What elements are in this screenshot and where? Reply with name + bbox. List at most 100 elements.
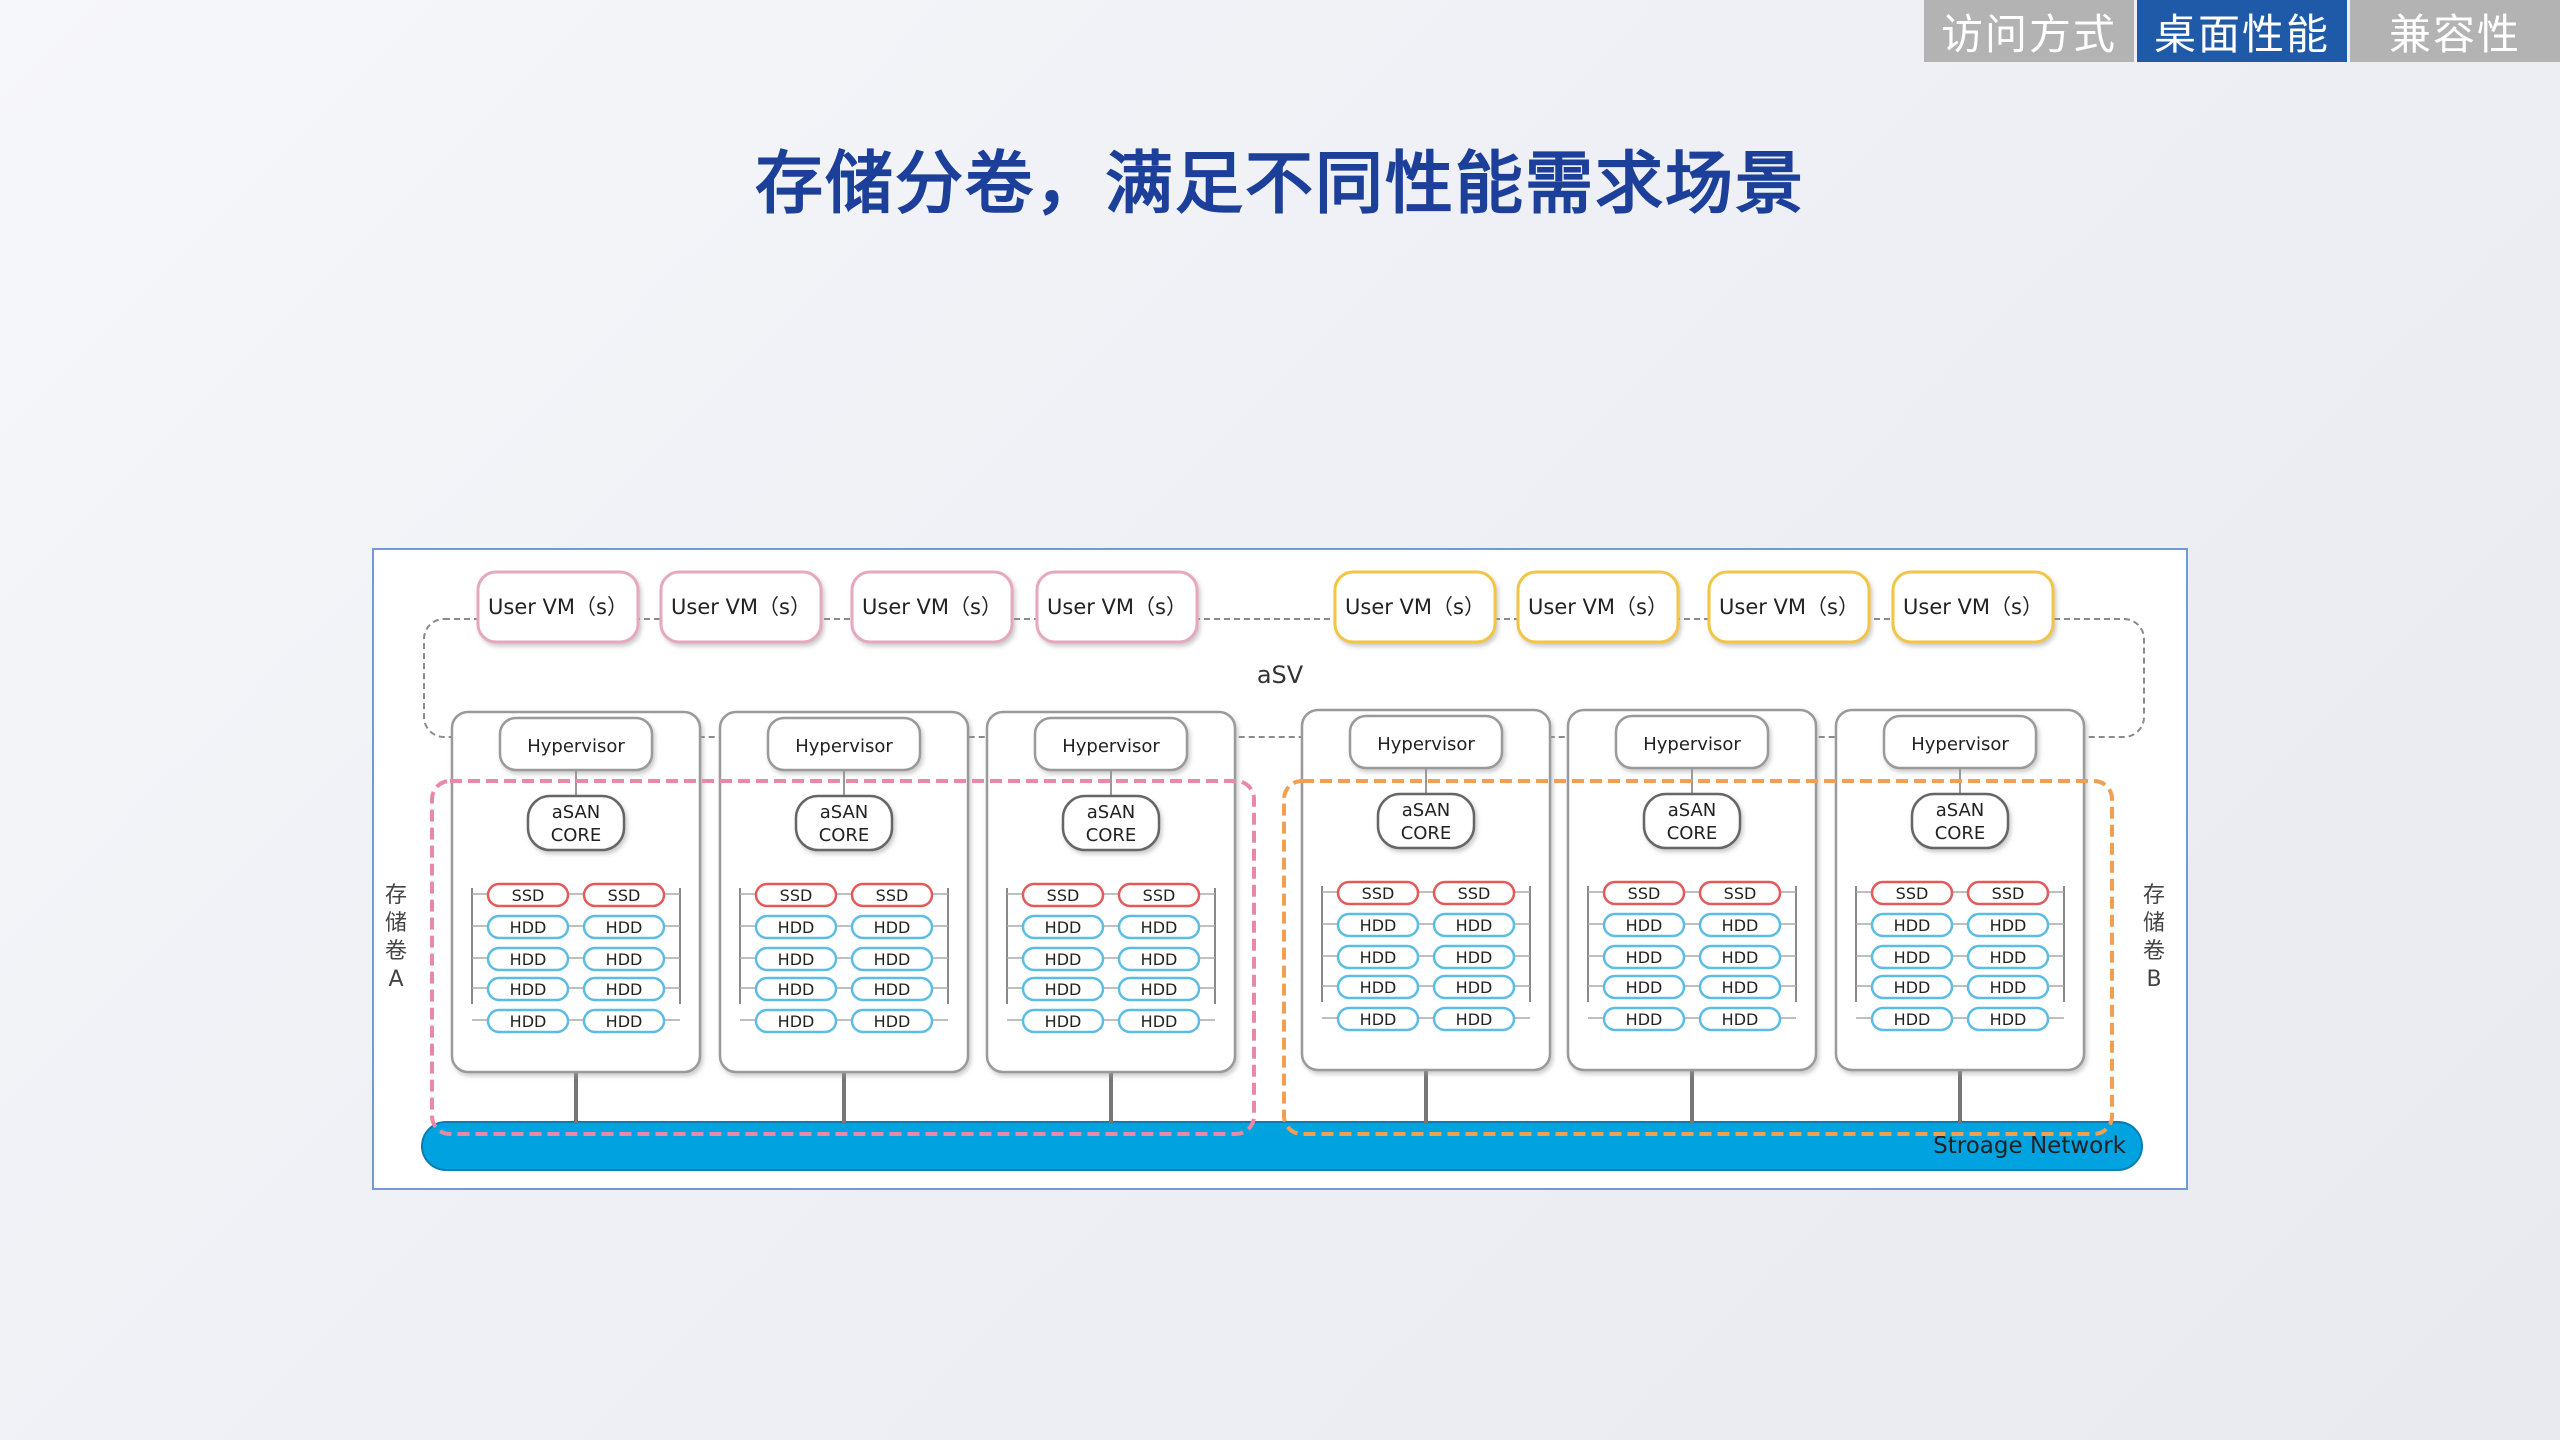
hdd-disk	[1870, 974, 1954, 1000]
hdd-disk	[754, 914, 838, 940]
hdd-disk-label: HDD	[1722, 978, 1759, 997]
hdd-disk-label: HDD	[510, 1012, 547, 1031]
asan-core-box	[1376, 792, 1476, 850]
hdd-disk-label: HDD	[1141, 1012, 1178, 1031]
hdd-disk-label: HDD	[510, 950, 547, 969]
hdd-disk	[1966, 1006, 2050, 1032]
asan-core-label: CORE	[819, 825, 870, 846]
asan-core-box	[1061, 794, 1161, 852]
asan-core-box	[794, 794, 894, 852]
hdd-disk	[1021, 976, 1105, 1002]
ssd-disk-label: SSD	[1896, 884, 1929, 903]
hdd-disk	[486, 976, 570, 1002]
hdd-disk-label: HDD	[778, 918, 815, 937]
hdd-disk-label: HDD	[1626, 978, 1663, 997]
hdd-disk-label: HDD	[874, 950, 911, 969]
hdd-disk	[1432, 1006, 1516, 1032]
user-vm-label: User VM（s）	[1903, 595, 2043, 619]
ssd-disk-label: SSD	[1362, 884, 1395, 903]
tab-compatibility[interactable]: 兼容性	[2350, 0, 2560, 62]
hdd-disk-label: HDD	[510, 918, 547, 937]
asan-core-label: aSAN	[1402, 800, 1451, 821]
architecture-diagram-svg: aSV Stroage Network User VM（s） User VM（s） Us…	[385, 570, 2165, 1171]
hdd-disk	[1336, 1006, 1420, 1032]
hdd-disk-label: HDD	[874, 918, 911, 937]
hdd-disk-label: HDD	[1894, 948, 1931, 967]
hdd-disk-label: HDD	[1141, 980, 1178, 999]
hdd-disk-label: HDD	[1626, 948, 1663, 967]
asan-core-label: aSAN	[552, 802, 601, 823]
hdd-disk	[1698, 974, 1782, 1000]
hdd-disk	[1870, 1006, 1954, 1032]
hdd-disk-label: HDD	[510, 980, 547, 999]
hdd-disk-label: HDD	[1990, 1010, 2027, 1029]
ssd-disk-label: SSD	[780, 886, 813, 905]
ssd-disk	[1602, 880, 1686, 906]
user-vm-box	[476, 570, 640, 644]
ssd-disk-label: SSD	[876, 886, 909, 905]
storage-volume-b-label: 存	[2143, 883, 2165, 908]
user-vm-label: User VM（s）	[1047, 595, 1187, 619]
user-vm-label: User VM（s）	[1719, 595, 1859, 619]
hdd-disk-label: HDD	[1990, 916, 2027, 935]
storage-network-label: Stroage Network	[1933, 1133, 2127, 1159]
ssd-disk-label: SSD	[512, 886, 545, 905]
ssd-disk	[754, 882, 838, 908]
hdd-disk	[1432, 944, 1516, 970]
hdd-disk	[754, 976, 838, 1002]
hdd-disk	[582, 1008, 666, 1034]
tab-access-method[interactable]: 访问方式	[1924, 0, 2134, 62]
user-vm-box	[659, 570, 823, 644]
asv-label: aSV	[1257, 661, 1304, 689]
hdd-disk	[486, 1008, 570, 1034]
storage-volume-b-label: 卷	[2143, 939, 2165, 964]
hdd-disk	[1602, 912, 1686, 938]
hdd-disk-label: HDD	[1141, 950, 1178, 969]
hdd-disk	[1117, 976, 1201, 1002]
ssd-disk	[486, 882, 570, 908]
hdd-disk-label: HDD	[606, 950, 643, 969]
hdd-disk-label: HDD	[874, 980, 911, 999]
user-vm-box	[850, 570, 1014, 644]
hdd-disk-label: HDD	[606, 918, 643, 937]
storage-volume-a-outline	[430, 779, 1256, 1136]
hdd-disk-label: HDD	[1626, 1010, 1663, 1029]
hdd-disk	[1021, 914, 1105, 940]
ssd-disk-label: SSD	[608, 886, 641, 905]
user-vm-box	[1707, 570, 1871, 644]
user-vm-box	[1035, 570, 1199, 644]
hypervisor-label: Hypervisor	[1377, 734, 1475, 755]
user-vm-box	[1333, 570, 1497, 644]
ssd-disk	[1698, 880, 1782, 906]
hdd-disk-label: HDD	[778, 950, 815, 969]
asan-core-label: CORE	[1935, 823, 1986, 844]
asan-core-label: CORE	[1401, 823, 1452, 844]
hdd-disk	[1432, 912, 1516, 938]
hdd-disk	[754, 1008, 838, 1034]
hdd-disk	[1698, 944, 1782, 970]
storage-volume-a-label: 卷	[385, 939, 407, 964]
hdd-disk-label: HDD	[1722, 1010, 1759, 1029]
tab-desktop-performance[interactable]: 桌面性能	[2137, 0, 2347, 62]
hdd-disk	[850, 976, 934, 1002]
storage-network-bar	[421, 1121, 2143, 1171]
hdd-disk	[1966, 974, 2050, 1000]
asan-core-box	[1910, 792, 2010, 850]
hdd-disk-label: HDD	[1360, 978, 1397, 997]
asan-core-label: aSAN	[1936, 800, 1985, 821]
hdd-disk	[1336, 974, 1420, 1000]
hypervisor-label: Hypervisor	[1911, 734, 2009, 755]
hypervisor-label: Hypervisor	[1062, 736, 1160, 757]
hdd-disk	[1117, 946, 1201, 972]
hdd-disk	[1602, 1006, 1686, 1032]
asan-core-box	[1642, 792, 1742, 850]
hdd-disk-label: HDD	[1141, 918, 1178, 937]
user-vm-label: User VM（s）	[488, 595, 628, 619]
asan-core-box	[526, 794, 626, 852]
hdd-disk	[1870, 944, 1954, 970]
user-vm-label: User VM（s）	[1345, 595, 1485, 619]
hdd-disk	[1117, 914, 1201, 940]
asan-core-label: CORE	[1667, 823, 1718, 844]
hdd-disk	[850, 946, 934, 972]
hdd-disk-label: HDD	[1722, 916, 1759, 935]
